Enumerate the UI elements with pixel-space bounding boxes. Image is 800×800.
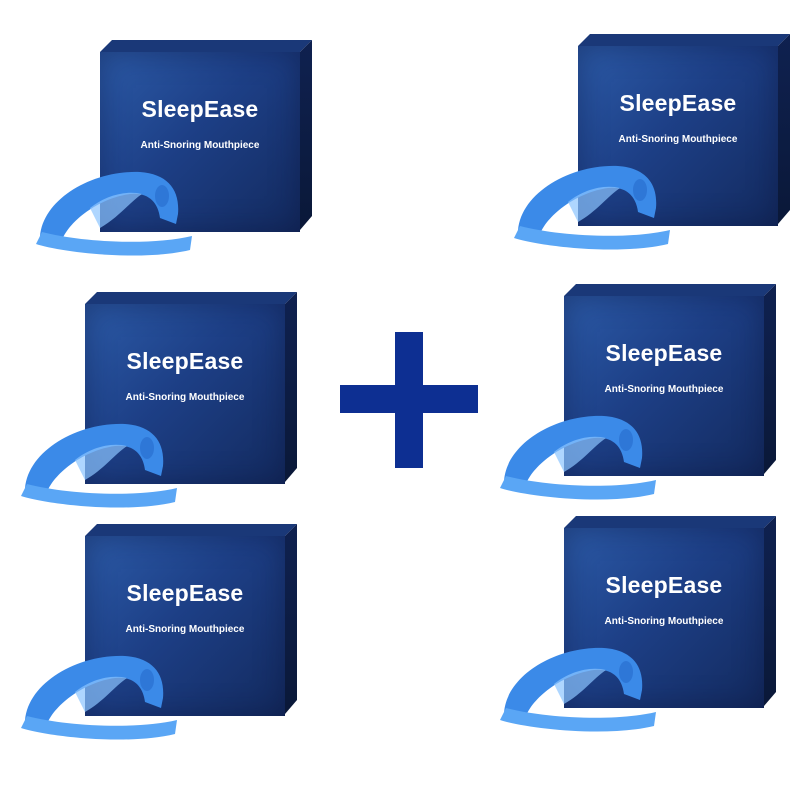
box-top-face — [564, 284, 776, 296]
mouthpiece-icon — [21, 423, 177, 508]
product-package-4: SleepEase Anti-Snoring Mouthpiece — [494, 284, 776, 506]
box-top-face — [564, 516, 776, 528]
product-package-5: SleepEase Anti-Snoring Mouthpiece — [15, 524, 297, 746]
mouthpiece-icon — [500, 647, 656, 732]
box-top-face — [100, 40, 312, 52]
plus-vertical-bar — [395, 332, 423, 468]
product-box: SleepEase Anti-Snoring Mouthpiece — [85, 524, 297, 716]
box-front-face — [578, 46, 778, 226]
box-side-face — [764, 516, 776, 706]
box-side-face — [300, 40, 312, 230]
product-tagline: Anti-Snoring Mouthpiece — [604, 616, 724, 627]
product-box: SleepEase Anti-Snoring Mouthpiece — [564, 284, 776, 476]
product-box: SleepEase Anti-Snoring Mouthpiece — [578, 34, 790, 226]
box-side-face — [764, 284, 776, 474]
plus-icon — [340, 332, 478, 468]
brand-name: SleepEase — [605, 572, 723, 598]
product-package-1: SleepEase Anti-Snoring Mouthpiece — [30, 40, 312, 262]
product-tagline: Anti-Snoring Mouthpiece — [140, 140, 260, 151]
box-front-face — [564, 528, 764, 708]
product-box: SleepEase Anti-Snoring Mouthpiece — [85, 292, 297, 484]
mouthpiece-icon — [21, 655, 177, 740]
product-tagline: Anti-Snoring Mouthpiece — [618, 134, 738, 145]
product-tagline: Anti-Snoring Mouthpiece — [125, 624, 245, 635]
mouthpiece-icon — [500, 415, 656, 500]
box-side-face — [778, 34, 790, 224]
box-side-face — [285, 524, 297, 714]
product-box: SleepEase Anti-Snoring Mouthpiece — [100, 40, 312, 232]
product-package-6: SleepEase Anti-Snoring Mouthpiece — [494, 516, 776, 738]
box-top-face — [578, 34, 790, 46]
box-front-face — [85, 536, 285, 716]
box-front-face — [100, 52, 300, 232]
brand-name: SleepEase — [619, 90, 737, 116]
box-side-face — [285, 292, 297, 482]
brand-name: SleepEase — [605, 340, 723, 366]
product-package-3: SleepEase Anti-Snoring Mouthpiece — [15, 292, 297, 514]
product-box: SleepEase Anti-Snoring Mouthpiece — [564, 516, 776, 708]
box-front-face — [85, 304, 285, 484]
box-top-face — [85, 292, 297, 304]
mouthpiece-icon — [514, 165, 670, 250]
brand-name: SleepEase — [126, 580, 244, 606]
brand-name: SleepEase — [141, 96, 259, 122]
mouthpiece-icon — [36, 171, 192, 256]
box-top-face — [85, 524, 297, 536]
product-tagline: Anti-Snoring Mouthpiece — [125, 392, 245, 403]
product-tagline: Anti-Snoring Mouthpiece — [604, 384, 724, 395]
box-front-face — [564, 296, 764, 476]
product-package-2: SleepEase Anti-Snoring Mouthpiece — [508, 34, 790, 256]
brand-name: SleepEase — [126, 348, 244, 374]
